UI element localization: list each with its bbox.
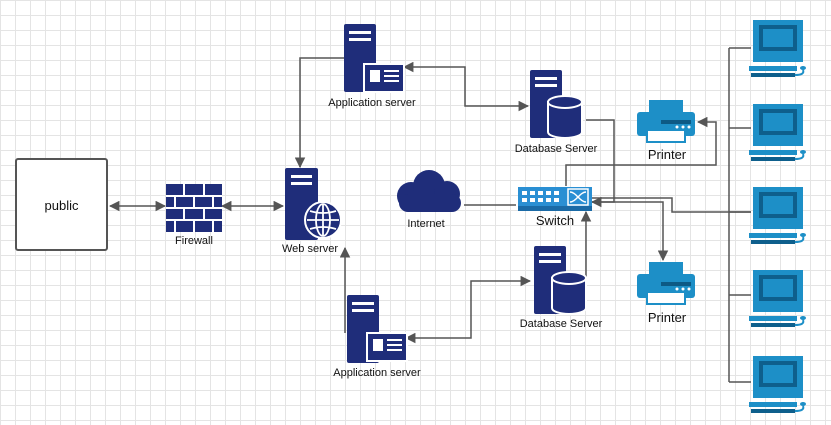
connector-webserver-appserver-top	[294, 57, 345, 169]
globe-icon	[307, 203, 339, 237]
desktop-computer-icon	[749, 20, 806, 77]
desktop-computer-icon	[749, 356, 806, 413]
cloud-icon	[397, 170, 461, 212]
firewall-icon	[166, 184, 222, 232]
internet-label: Internet	[407, 218, 445, 230]
public-label: public	[44, 198, 79, 213]
connector-switch-workstations	[592, 197, 751, 213]
firewall-label: Firewall	[175, 235, 213, 247]
connector-switch-printer-bottom	[592, 201, 669, 262]
printer-top-label: Printer	[647, 147, 687, 162]
connector-switch-printer-top	[565, 116, 717, 186]
desktop-computer-icon	[749, 187, 806, 244]
app-server-bottom-label: Application server	[333, 367, 421, 379]
printer-bottom-icon	[637, 262, 695, 305]
printer-top-icon	[637, 100, 695, 143]
db-server-bottom-label: Database Server	[519, 318, 603, 330]
app-server-top-label: Application server	[328, 97, 416, 109]
database-cylinder-icon	[551, 271, 587, 315]
desktop-computer-icon	[749, 104, 806, 161]
connector-appserver-db-top	[402, 61, 530, 112]
application-server-bottom-icon	[347, 295, 408, 363]
switch-icon	[518, 187, 592, 211]
desktop-computer-icon	[749, 270, 806, 327]
web-server-icon	[285, 168, 342, 240]
database-server-top-icon	[530, 70, 583, 139]
web-server-label: Web server	[281, 243, 339, 255]
printer-bottom-label: Printer	[647, 310, 687, 325]
application-server-top-icon	[344, 24, 405, 93]
public-node: public	[15, 158, 108, 251]
connector-appserver-db-bottom	[404, 275, 532, 344]
database-cylinder-icon	[547, 95, 583, 139]
switch-label: Switch	[535, 213, 575, 228]
db-server-top-label: Database Server	[514, 143, 598, 155]
database-server-bottom-icon	[534, 246, 587, 315]
